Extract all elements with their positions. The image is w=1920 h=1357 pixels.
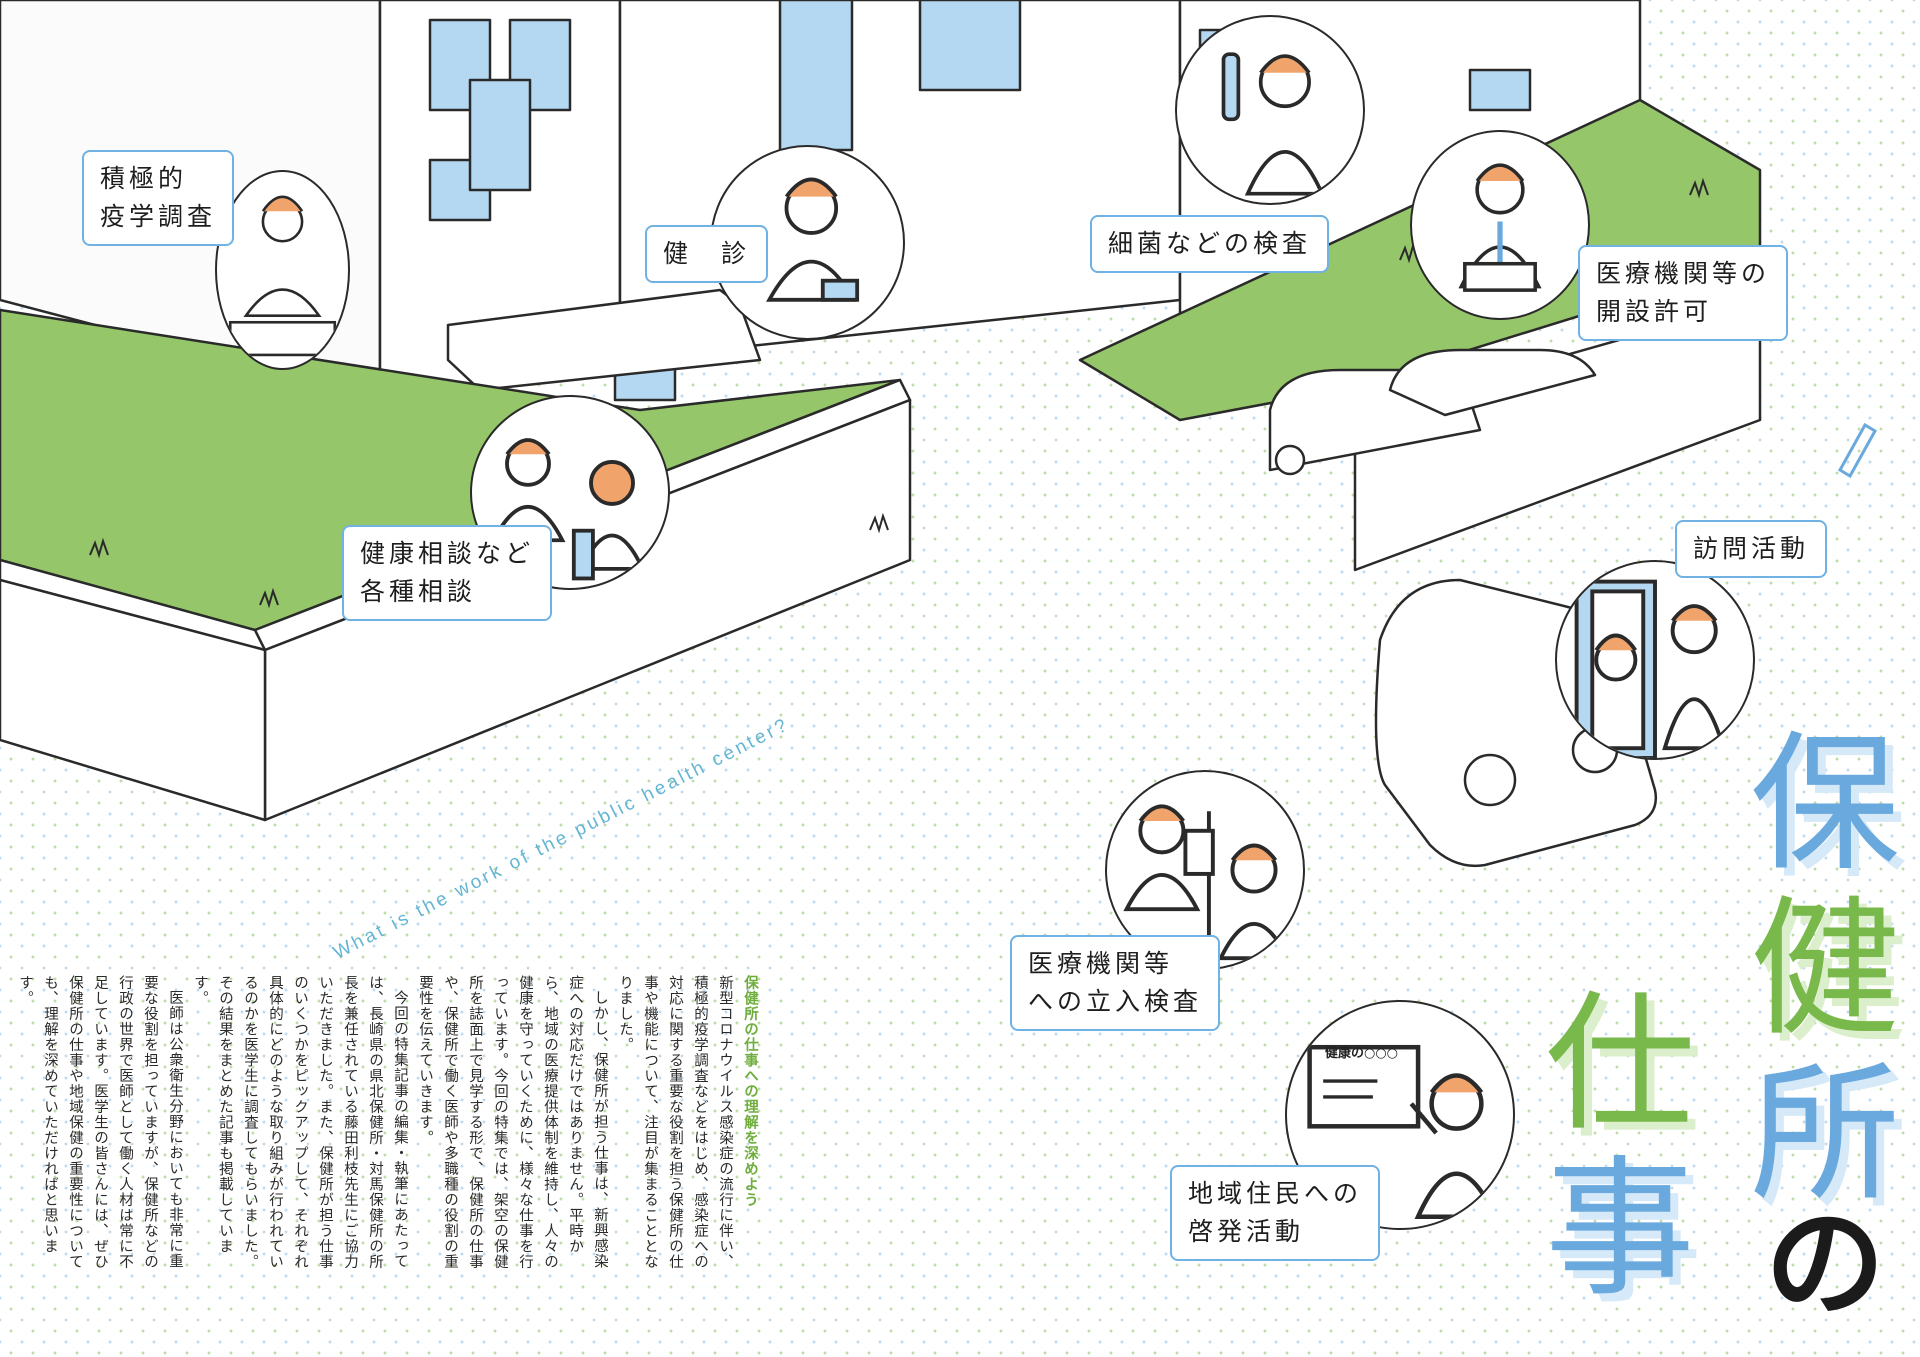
- home-visit-icon: [1574, 579, 1727, 758]
- label-permit: 医療機関等の 開設許可: [1578, 245, 1789, 341]
- title-char-6: 事: [1545, 1143, 1696, 1317]
- person-phone-icon: [228, 195, 337, 357]
- title-char-1: 保: [1750, 718, 1901, 892]
- visit-illustration: [1555, 560, 1755, 760]
- permit-illustration: [1410, 130, 1590, 320]
- doctor-checkup-icon: [766, 177, 860, 302]
- doctor-document-icon: [1458, 163, 1542, 292]
- parked-cars: [1268, 348, 1597, 476]
- inspection-desk-icon: [1123, 804, 1291, 961]
- title-char-5: 仕: [1545, 978, 1696, 1152]
- pencil-icon: [1837, 422, 1878, 479]
- label-checkup: 健 診: [645, 225, 769, 283]
- title-char-3: 所: [1750, 1048, 1901, 1222]
- title-char-4: の: [1765, 1195, 1885, 1334]
- label-epidemiology: 積極的 疫学調査: [82, 150, 235, 246]
- title-char-2: 健: [1750, 883, 1901, 1057]
- label-visit: 訪問活動: [1675, 520, 1828, 578]
- article-paragraph: 新型コロナウイルス感染症の流行に伴い、積極的疫学調査などをはじめ、感染症への対応…: [617, 975, 733, 1270]
- epidemiology-illustration: [215, 170, 350, 370]
- bacteria-test-illustration: [1175, 15, 1365, 205]
- label-consultation: 健康相談など 各種相談: [342, 525, 553, 621]
- entrance-canopy: [446, 288, 762, 392]
- label-education: 地域住民への 啓発活動: [1170, 1165, 1381, 1261]
- board-text: 健康の○○○: [1325, 1046, 1399, 1061]
- label-inspection: 医療機関等 への立入検査: [1010, 935, 1221, 1031]
- article-lead: 保健所の仕事への理解を深めよう: [742, 975, 758, 1208]
- test-tube-icon: [1221, 52, 1325, 196]
- article-paragraph: しかし、保健所が担う仕事は、新興感染症への対応だけではありません。平時から、地域…: [417, 975, 608, 1270]
- front-wall-side: [0, 578, 267, 822]
- article-body: 保健所の仕事への理解を深めよう 新型コロナウイルス感染症の流行に伴い、積極的疫学…: [17, 975, 762, 1275]
- label-bacteria: 細菌などの検査: [1090, 215, 1330, 273]
- article-paragraph: 医師は公衆衛生分野においても非常に重要な役割を担っていますが、保健所などの行政の…: [17, 975, 183, 1270]
- article-paragraph: 今回の特集記事の編集・執筆にあたっては、長崎県の県北保健所・対馬保健所の所長を兼…: [192, 975, 408, 1270]
